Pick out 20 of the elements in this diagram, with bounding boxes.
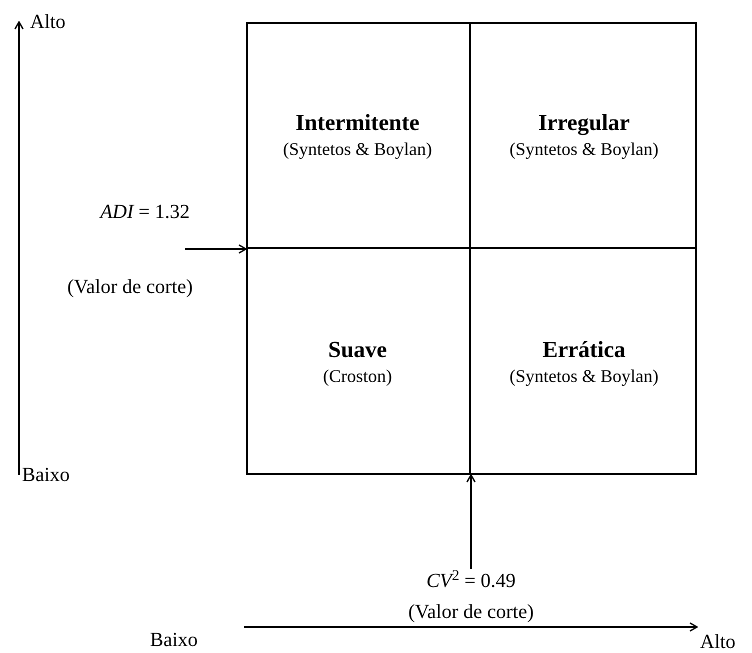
axis-label: Alto <box>700 630 737 653</box>
axis-label: Baixo <box>22 463 71 488</box>
arrow <box>466 474 476 569</box>
method-note: (Syntetos & Boylan) <box>283 138 432 160</box>
quadrant-title: Irregular <box>538 108 630 138</box>
quadrant-title: Errática <box>542 336 626 364</box>
quadrant-title: Suave <box>328 336 387 364</box>
axis-label: Baixo <box>150 628 199 653</box>
cutoff-note: (Valor de corte) <box>408 600 534 625</box>
cutoff-note: (Valor de corte) <box>66 275 194 300</box>
quadrant-cell <box>246 22 471 249</box>
quadrant-grid <box>246 22 697 475</box>
method-note: (Syntetos & Boylan) <box>510 365 658 388</box>
axis-label: Alto <box>30 10 67 35</box>
cutoff-value: CV$^{2}$ = 0.49 <box>426 569 516 594</box>
cutoff-value: ADI = 1.32 <box>98 200 191 225</box>
arrow <box>185 244 247 254</box>
method-note: (Croston) <box>323 365 392 388</box>
quadrant-title: Intermitente <box>296 108 420 137</box>
method-note: (Syntetos & Boylan) <box>510 138 658 160</box>
